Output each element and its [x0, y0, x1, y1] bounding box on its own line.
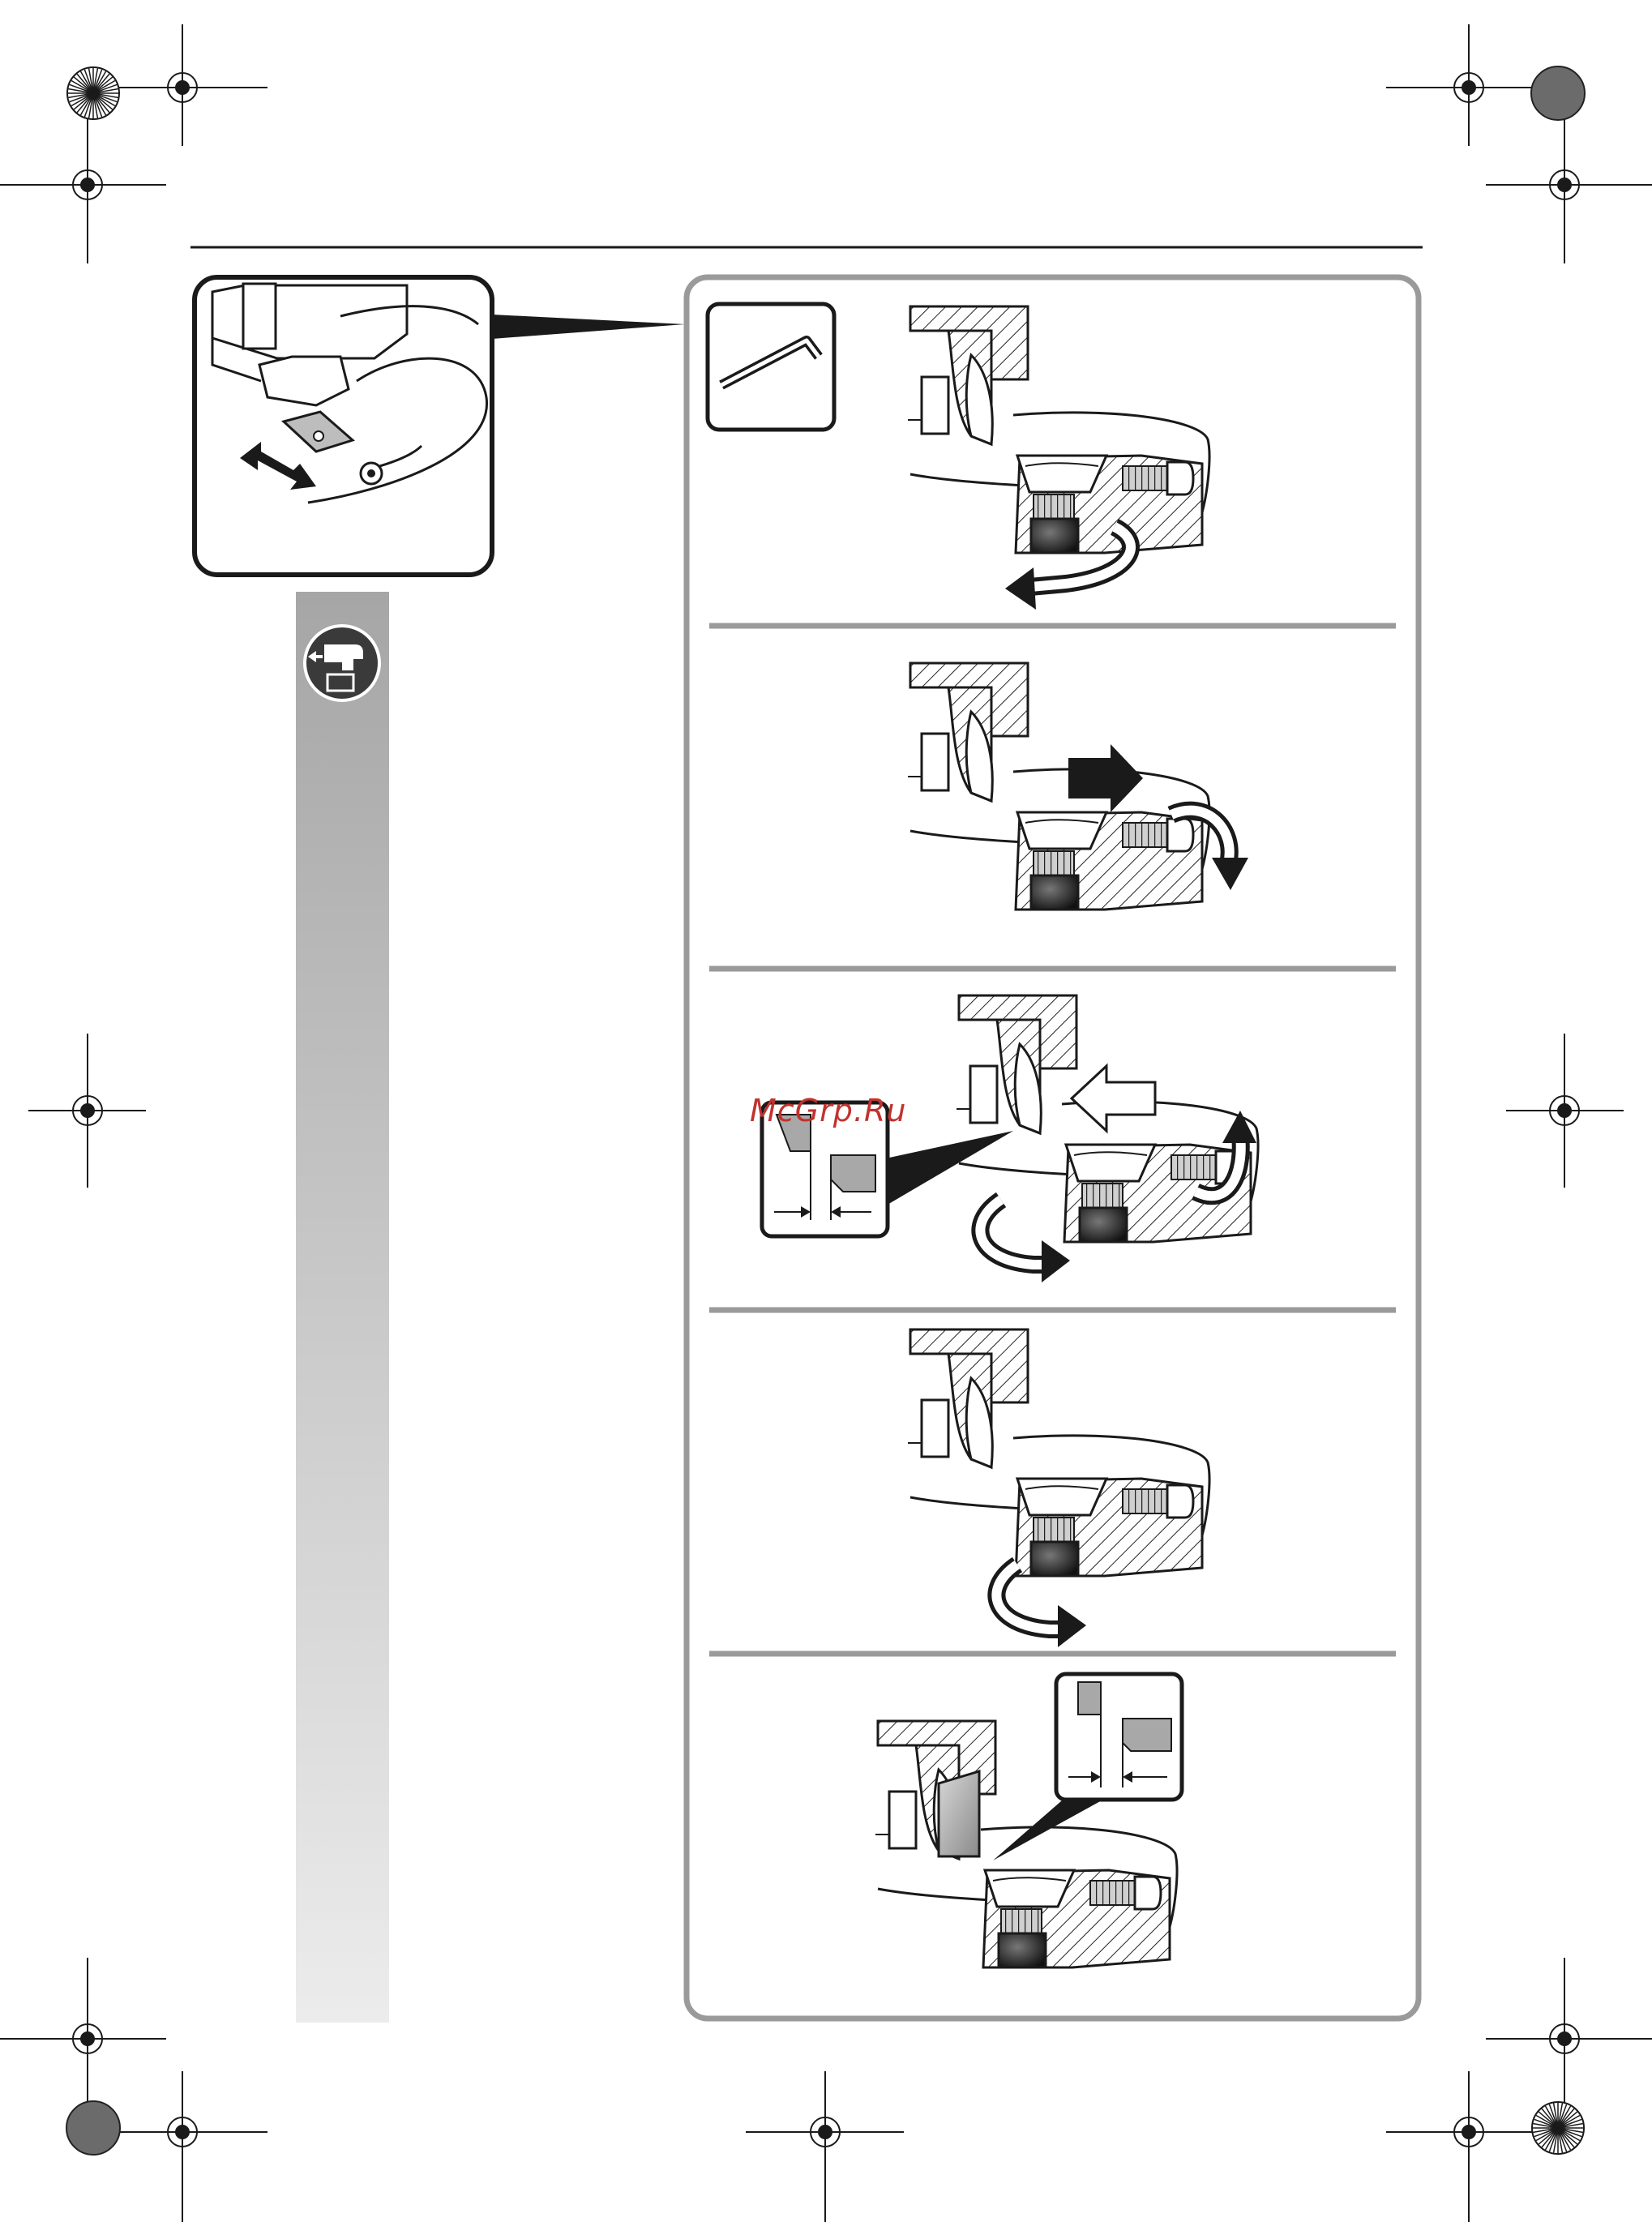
overview-panel — [195, 277, 685, 575]
watermark-text: McGrp.Ru — [750, 1093, 906, 1128]
crosshair-mark — [0, 101, 166, 263]
grey-density-mark — [1531, 66, 1585, 120]
crosshair-mark — [1506, 1034, 1624, 1188]
crosshair-mark — [28, 1034, 146, 1188]
sidebar-band — [296, 592, 389, 2023]
crosshair-mark — [0, 1958, 166, 2120]
crosshair-mark — [1386, 2071, 1556, 2222]
crosshair-mark — [1386, 24, 1556, 146]
crosshair-mark — [746, 2071, 904, 2222]
crosshair-mark — [97, 2071, 267, 2222]
grey-density-mark — [66, 2101, 120, 2155]
crosshair-mark — [1486, 1958, 1652, 2120]
starburst-mark — [1532, 2102, 1584, 2154]
remove-battery-icon — [305, 626, 379, 700]
crosshair-mark — [97, 24, 267, 146]
crosshair-mark — [1486, 101, 1652, 263]
hex-key-icon — [708, 304, 834, 430]
starburst-mark — [67, 67, 119, 119]
